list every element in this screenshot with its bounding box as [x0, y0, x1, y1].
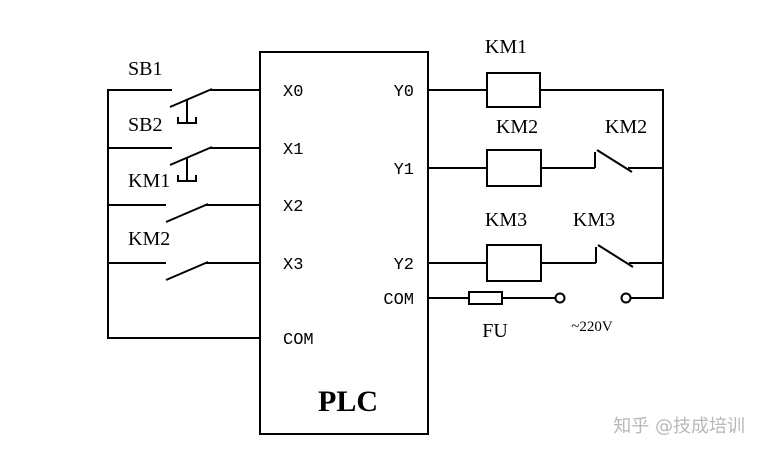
label-sb1: SB1 — [128, 58, 162, 80]
watermark: 知乎 @技成培训 — [613, 416, 745, 437]
label-km2-coil: KM2 — [496, 116, 538, 138]
km3-coil — [486, 244, 542, 282]
output-terminal-y2: Y2 — [394, 256, 414, 275]
km2-switch-blade — [165, 203, 209, 223]
plc-module: PLC X0 X1 X2 X3 COM Y0 Y1 Y2 COM — [259, 51, 429, 435]
input-circuit: SB1 SB2 KM1 KM2 — [107, 58, 260, 339]
output-terminal-com: COM — [383, 291, 414, 310]
km2-coil — [486, 149, 542, 187]
label-km3-coil: KM3 — [485, 209, 527, 231]
label-km3-contact: KM3 — [573, 209, 615, 231]
plc-box — [259, 51, 429, 435]
label-km1-coil: KM1 — [485, 36, 527, 58]
sb1-switch-blade — [169, 88, 213, 108]
supply-terminal-left — [554, 292, 566, 304]
input-terminal-x0: X0 — [283, 83, 303, 102]
label-km2-contact: KM2 — [605, 116, 647, 138]
output-terminal-y0: Y0 — [394, 83, 414, 102]
supply-terminal-right — [620, 292, 632, 304]
label-fuse: FU — [482, 320, 508, 342]
fuse — [468, 291, 503, 305]
label-km1-input: KM1 — [128, 170, 170, 192]
km3-contact-blade — [597, 244, 634, 268]
output-circuit: KM1 KM2 KM2 KM3 KM3 FU ~220V — [428, 36, 664, 342]
km1-coil — [486, 72, 541, 108]
label-supply-voltage: ~220V — [571, 319, 613, 335]
pushbutton-actuator-icon — [177, 99, 197, 124]
label-km2-input: KM2 — [128, 228, 170, 250]
input-terminal-x1: X1 — [283, 141, 303, 160]
x3-switch-blade — [165, 261, 209, 281]
output-terminal-y1: Y1 — [394, 161, 414, 180]
label-sb2: SB2 — [128, 114, 162, 136]
input-terminal-x3: X3 — [283, 256, 303, 275]
plc-label: PLC — [318, 385, 378, 418]
input-terminal-com: COM — [283, 331, 314, 350]
input-terminal-x2: X2 — [283, 198, 303, 217]
km2-contact-blade — [596, 149, 633, 173]
pushbutton-actuator-icon — [177, 157, 197, 182]
km1-switch-blade — [169, 146, 213, 166]
